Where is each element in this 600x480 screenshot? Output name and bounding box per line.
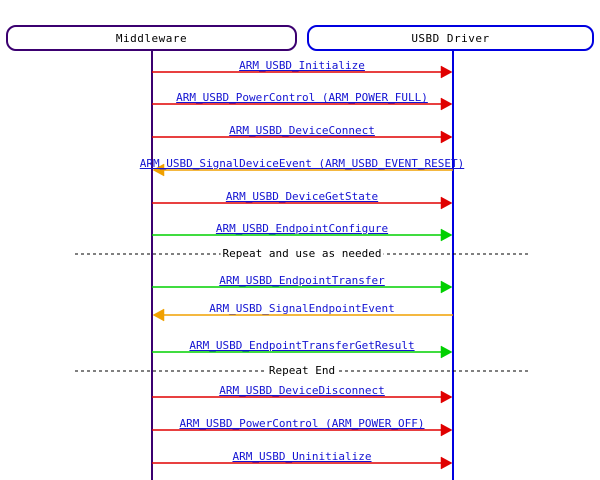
message-label-3[interactable]: ARM_USBD_DeviceConnect bbox=[229, 124, 375, 137]
message-label-5[interactable]: ARM_USBD_DeviceGetState bbox=[225, 190, 379, 203]
arrows-layer bbox=[152, 65, 453, 470]
message-arrow-head bbox=[440, 456, 453, 470]
message-arrow-head bbox=[440, 130, 453, 144]
actor-label-middleware: Middleware bbox=[115, 31, 188, 45]
message-label-7[interactable]: ARM_USBD_EndpointTransfer bbox=[219, 274, 385, 287]
message-label-9[interactable]: ARM_USBD_EndpointTransferGetResult bbox=[189, 339, 415, 352]
message-label-1[interactable]: ARM_USBD_Initialize bbox=[239, 59, 365, 72]
lifelines-layer bbox=[151, 51, 454, 480]
actor-box-usbd-driver[interactable]: USBD Driver bbox=[307, 25, 594, 51]
actor-label-usbd-driver: USBD Driver bbox=[411, 31, 490, 45]
separator-label: Repeat End bbox=[266, 364, 338, 377]
message-arrow-head bbox=[440, 280, 453, 294]
message-label-4[interactable]: ARM_USBD_SignalDeviceEvent (ARM_USBD_EVE… bbox=[139, 157, 465, 170]
message-label-8[interactable]: ARM_USBD_SignalEndpointEvent bbox=[209, 302, 395, 315]
separator-label: Repeat and use as needed bbox=[220, 247, 384, 260]
message-arrow-head bbox=[440, 423, 453, 437]
message-arrow-head bbox=[440, 390, 453, 404]
message-label-10[interactable]: ARM_USBD_DeviceDisconnect bbox=[219, 384, 385, 397]
message-arrow-head bbox=[440, 65, 453, 79]
message-label-6[interactable]: ARM_USBD_EndpointConfigure bbox=[215, 222, 389, 235]
message-arrow-head bbox=[440, 228, 453, 242]
message-arrow-head bbox=[440, 196, 453, 210]
message-label-11[interactable]: ARM_USBD_PowerControl (ARM_POWER_OFF) bbox=[179, 417, 425, 430]
message-arrow-head bbox=[440, 345, 453, 359]
message-arrow-head bbox=[152, 163, 165, 177]
message-label-12[interactable]: ARM_USBD_Uninitialize bbox=[232, 450, 372, 463]
actor-box-middleware[interactable]: Middleware bbox=[6, 25, 297, 51]
message-label-2[interactable]: ARM_USBD_PowerControl (ARM_POWER_FULL) bbox=[176, 91, 428, 104]
message-arrow-head bbox=[152, 308, 165, 322]
message-arrow-head bbox=[440, 97, 453, 111]
